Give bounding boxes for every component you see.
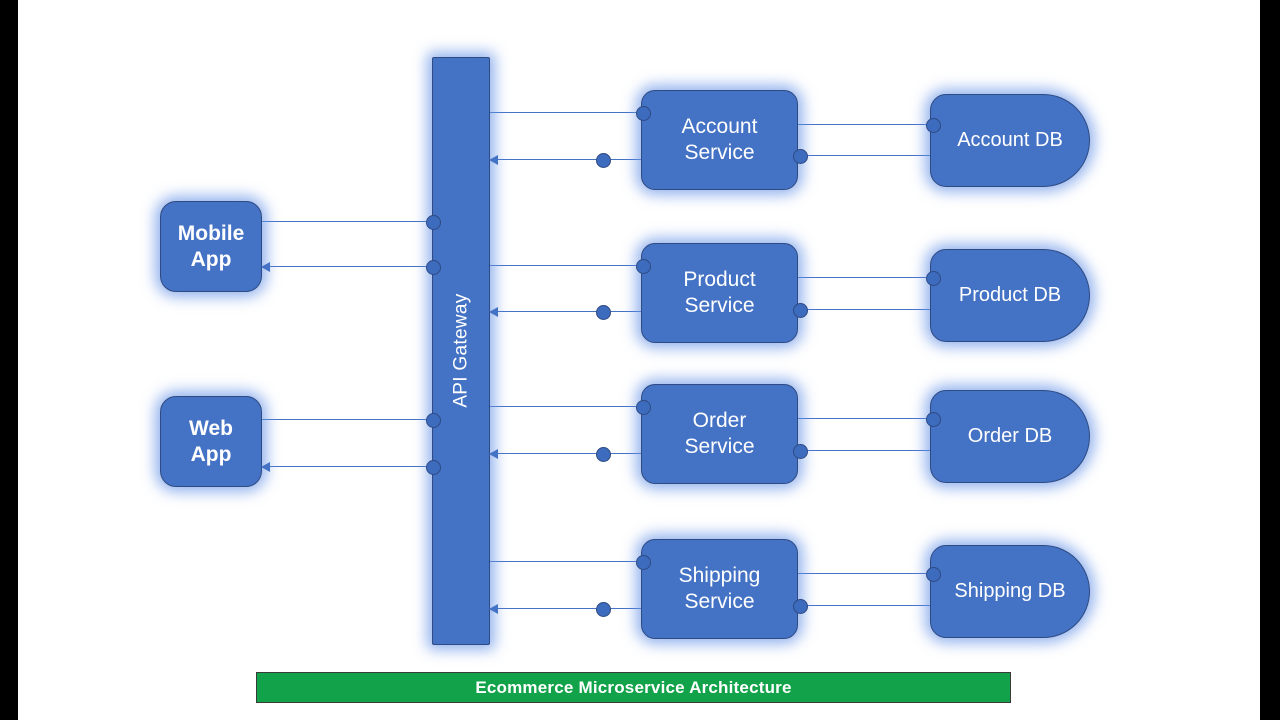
node-account-service[interactable]: Account Service — [641, 90, 798, 190]
letterbox-left — [0, 0, 18, 720]
node-product-db[interactable]: Product DB — [930, 249, 1090, 342]
arrow-product-service-to-gateway — [489, 307, 498, 317]
arrow-gateway-to-mobile — [261, 262, 270, 272]
connector-dot-account-service-out — [596, 153, 611, 168]
wire-gateway-to-order-service — [490, 406, 648, 407]
diagram-title-banner: Ecommerce Microservice Architecture — [256, 672, 1011, 703]
connector-dot-order-db-in — [926, 412, 941, 427]
node-api-gateway-label: API Gateway — [450, 293, 472, 409]
node-order-service-label-line2: Service — [684, 435, 755, 458]
connector-dot-account-db-out — [793, 149, 808, 164]
node-product-service-label-line1: Product — [683, 268, 756, 292]
node-web-app[interactable]: Web App — [160, 396, 262, 487]
wire-gateway-to-shipping-service — [490, 561, 648, 562]
node-shipping-db[interactable]: Shipping DB — [930, 545, 1090, 638]
arrow-gateway-to-web — [261, 462, 270, 472]
connector-dot-account-service-in — [636, 106, 651, 121]
node-shipping-db-label: Shipping DB — [954, 580, 1066, 603]
wire-gateway-to-account-service — [490, 112, 648, 113]
node-shipping-service-label-line1: Shipping — [678, 564, 761, 588]
node-product-service-label-line2: Service — [684, 294, 755, 317]
connector-dot-product-db-out — [793, 303, 808, 318]
connector-dot-gateway-mobile-out — [426, 260, 441, 275]
wire-account-service-to-account-db — [798, 124, 948, 125]
letterbox-right — [1260, 0, 1280, 720]
diagram-title-text: Ecommerce Microservice Architecture — [475, 677, 792, 697]
wire-gateway-to-product-service — [490, 265, 648, 266]
wire-order-db-to-order-service — [798, 450, 948, 451]
connector-dot-order-service-in — [636, 400, 651, 415]
node-mobile-app-label-line2: App — [190, 247, 232, 271]
connector-dot-product-service-out — [596, 305, 611, 320]
node-account-service-label-line2: Service — [684, 141, 755, 164]
arrow-account-service-to-gateway — [489, 155, 498, 165]
node-order-db-label: Order DB — [967, 425, 1053, 448]
node-account-db[interactable]: Account DB — [930, 94, 1090, 187]
node-api-gateway[interactable]: API Gateway — [432, 57, 490, 645]
wire-gateway-to-web — [262, 466, 434, 467]
wire-order-service-to-order-db — [798, 418, 948, 419]
connector-dot-shipping-service-in — [636, 555, 651, 570]
node-order-service-label: Order Service — [684, 408, 754, 459]
connector-dot-product-db-in — [926, 271, 941, 286]
connector-dot-product-service-in — [636, 259, 651, 274]
architecture-diagram: Mobile App Web App API Gateway Account S… — [18, 0, 1260, 720]
connector-dot-shipping-service-out — [596, 602, 611, 617]
connector-dot-gateway-web-out — [426, 460, 441, 475]
node-shipping-service-label: Shipping Service — [679, 563, 761, 614]
wire-product-service-to-product-db — [798, 277, 948, 278]
wire-mobile-to-gateway — [262, 221, 434, 222]
node-shipping-service-label-line2: Service — [684, 590, 755, 613]
node-mobile-app-label: Mobile App — [178, 221, 245, 272]
connector-dot-order-db-out — [793, 444, 808, 459]
wire-web-to-gateway — [262, 419, 434, 420]
wire-shipping-db-to-shipping-service — [798, 605, 948, 606]
wire-account-db-to-account-service — [798, 155, 948, 156]
wire-shipping-service-to-shipping-db — [798, 573, 948, 574]
connector-dot-shipping-db-in — [926, 567, 941, 582]
node-shipping-service[interactable]: Shipping Service — [641, 539, 798, 639]
node-order-db[interactable]: Order DB — [930, 390, 1090, 483]
node-web-app-label-line1: Web — [189, 416, 233, 440]
connector-dot-shipping-db-out — [793, 599, 808, 614]
wire-account-service-to-gateway — [490, 159, 648, 160]
node-product-db-label: Product DB — [958, 284, 1062, 307]
wire-product-db-to-product-service — [798, 309, 948, 310]
wire-gateway-to-mobile — [262, 266, 434, 267]
wire-order-service-to-gateway — [490, 453, 648, 454]
node-account-service-label-line1: Account — [681, 115, 758, 139]
node-order-service[interactable]: Order Service — [641, 384, 798, 484]
connector-dot-account-db-in — [926, 118, 941, 133]
node-mobile-app-label-line1: Mobile — [177, 221, 245, 245]
connector-dot-gateway-mobile-in — [426, 215, 441, 230]
node-account-service-label: Account Service — [682, 114, 758, 165]
node-mobile-app[interactable]: Mobile App — [160, 201, 262, 292]
node-product-service-label: Product Service — [683, 267, 755, 318]
node-web-app-label-line2: App — [190, 442, 232, 466]
node-account-db-label: Account DB — [957, 129, 1063, 152]
wire-shipping-service-to-gateway — [490, 608, 648, 609]
arrow-order-service-to-gateway — [489, 449, 498, 459]
node-web-app-label: Web App — [189, 416, 233, 467]
node-product-service[interactable]: Product Service — [641, 243, 798, 343]
node-order-service-label-line1: Order — [692, 409, 747, 433]
wire-product-service-to-gateway — [490, 311, 648, 312]
connector-dot-gateway-web-in — [426, 413, 441, 428]
connector-dot-order-service-out — [596, 447, 611, 462]
arrow-shipping-service-to-gateway — [489, 604, 498, 614]
